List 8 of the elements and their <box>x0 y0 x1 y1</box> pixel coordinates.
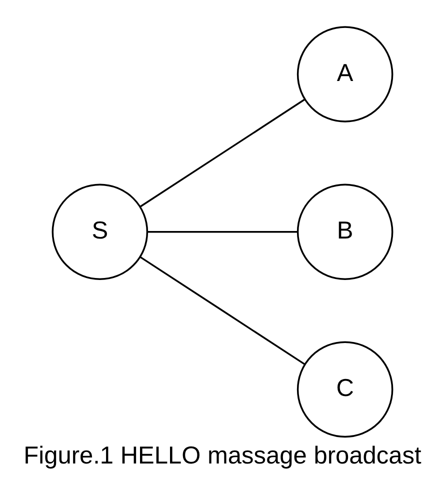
node-circle: S <box>52 184 148 280</box>
caption: Figure.1 HELLO massage broadcast <box>24 442 422 470</box>
node-circle: A <box>296 26 394 122</box>
connector <box>140 256 306 365</box>
node-circle: C <box>296 341 394 438</box>
node-circle: B <box>296 184 394 280</box>
connector <box>148 231 298 233</box>
connector <box>140 98 306 208</box>
